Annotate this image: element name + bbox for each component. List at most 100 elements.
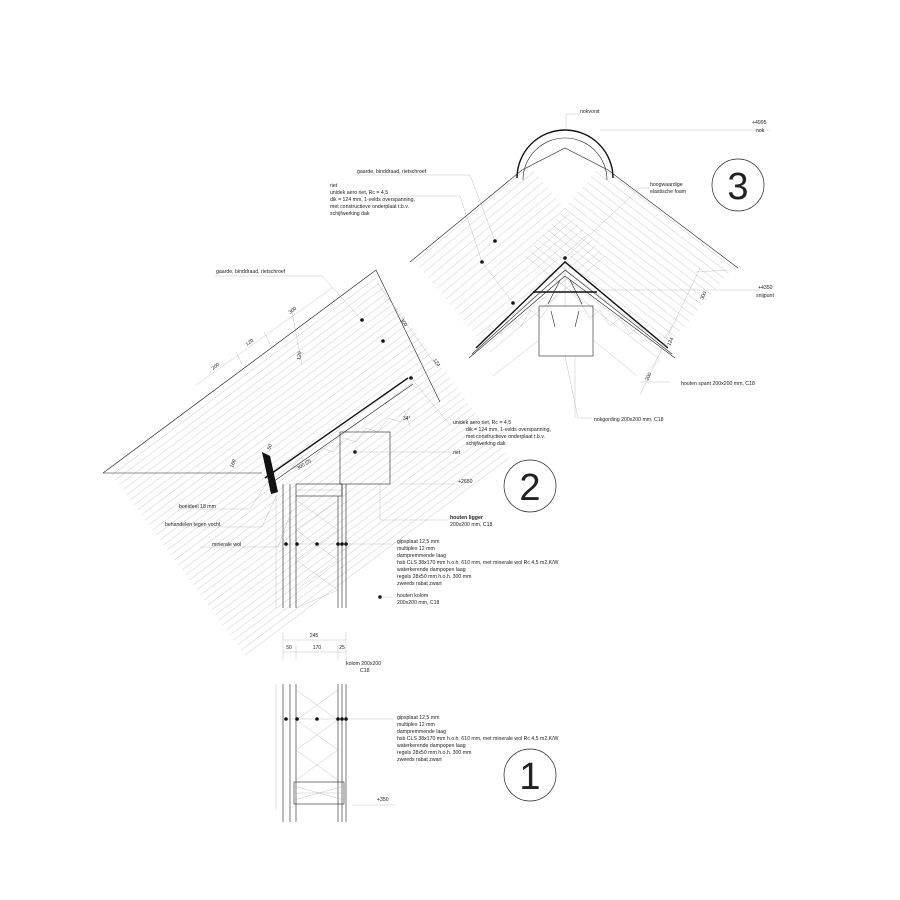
label-spant: houten spant 200x200 mm, C18 bbox=[681, 381, 755, 387]
thatch-stroke bbox=[137, 312, 402, 511]
dim-2-300a: 300 bbox=[288, 306, 298, 316]
dim-3-300: 300 bbox=[699, 291, 708, 301]
thatch-stroke bbox=[119, 287, 384, 486]
label-unidek-3-l4: schijfwerking dak bbox=[330, 211, 370, 217]
label-level-top-name: nok bbox=[756, 128, 765, 134]
eaves-thatch-outline bbox=[102, 269, 441, 474]
thatch-stroke bbox=[445, 202, 561, 300]
thatch-stroke bbox=[551, 224, 685, 327]
thatch-stroke bbox=[200, 397, 465, 596]
thatch-stroke bbox=[529, 250, 663, 353]
label-wall2-l6: regels 28x50 mm h.o.h. 300 mm bbox=[397, 574, 471, 580]
wall-insulation-2 bbox=[295, 689, 339, 781]
thatch-stroke bbox=[167, 352, 432, 551]
label-wall2-l3: dampremmende laag bbox=[397, 553, 446, 559]
foot-sill-hatch bbox=[293, 785, 345, 801]
eaves-thatch-hatching bbox=[107, 272, 509, 656]
thatch-stroke bbox=[419, 171, 535, 268]
ridge-panel-underlay bbox=[468, 275, 676, 359]
eaves-ligger-beam bbox=[339, 431, 391, 485]
label-level-snij: +4350 bbox=[758, 285, 773, 291]
label-unidek-2-l2: dik = 124 mm, 1-velds overspanning, bbox=[466, 427, 551, 433]
detail-1-badge bbox=[503, 748, 557, 802]
ridge-nokgording-leader bbox=[564, 355, 579, 419]
layer-dot bbox=[344, 717, 348, 721]
dim-tick bbox=[649, 359, 661, 369]
leader-gaarde-2 bbox=[215, 275, 363, 321]
thatch-stroke bbox=[181, 372, 447, 571]
label-kolom1-l1: kolom 200x200 bbox=[346, 661, 381, 667]
thatch-stroke bbox=[564, 208, 698, 311]
ridge-screw-left bbox=[550, 310, 556, 328]
dim-1-25: 25 bbox=[339, 645, 345, 651]
dim-2-200: 200 bbox=[211, 362, 221, 372]
label-wall2-l5: waterkerende dampopen laag bbox=[397, 567, 466, 573]
thatch-stroke bbox=[170, 357, 435, 556]
label-wall2-l1: gipsplaat 12,5 mm bbox=[397, 539, 439, 545]
thatch-stroke bbox=[458, 218, 575, 316]
thatch-stroke bbox=[159, 342, 424, 541]
thatch-stroke bbox=[432, 187, 548, 284]
detail-3-number: 3 bbox=[727, 166, 748, 208]
label-level-350: +350 bbox=[377, 797, 389, 803]
thatch-stroke bbox=[582, 187, 716, 290]
thatch-stroke bbox=[122, 292, 387, 491]
dim-2-120: 120 bbox=[245, 338, 255, 348]
thatch-stroke bbox=[178, 367, 443, 566]
label-unidek-3-l3: met constructieve onderplaat t.b.v. bbox=[330, 204, 409, 210]
thatch-stroke bbox=[476, 240, 592, 337]
thatch-stroke bbox=[467, 229, 583, 326]
thatch-stroke bbox=[560, 213, 694, 316]
thatch-stroke bbox=[156, 337, 421, 536]
ridge-nokgording-beam bbox=[538, 305, 594, 357]
dim-3-200: 200 bbox=[644, 372, 653, 382]
thatch-stroke bbox=[489, 255, 605, 353]
detail-2-number: 2 bbox=[519, 467, 540, 509]
thatch-stroke bbox=[428, 181, 544, 279]
layer-dot bbox=[284, 717, 288, 721]
label-kolom1-l2: C18 bbox=[360, 668, 370, 674]
thatch-stroke bbox=[126, 297, 391, 496]
dim-line-2-top bbox=[195, 287, 333, 386]
layer-dot bbox=[284, 542, 288, 546]
eaves-panel-bottom bbox=[269, 383, 414, 485]
eaves-insulation bbox=[289, 407, 411, 471]
label-kolom2-l1: houten kolom bbox=[397, 593, 428, 599]
thatch-stroke bbox=[130, 302, 395, 501]
thatch-stroke bbox=[485, 250, 601, 347]
ridge-cap-inner bbox=[522, 137, 608, 181]
label-unidek-3-l1: unidek aero riet, Rc = 4,5 bbox=[330, 190, 388, 196]
label-gaarde-3: gaarde, binddraad, rietschroef bbox=[357, 169, 427, 175]
dim-line-3-right bbox=[639, 267, 701, 396]
label-level-2650: +2650 bbox=[458, 479, 473, 485]
thatch-stroke bbox=[599, 165, 734, 269]
leader-dot bbox=[511, 301, 515, 305]
label-riet-2: riet bbox=[453, 450, 461, 456]
thatch-stroke bbox=[152, 332, 417, 531]
thatch-stroke bbox=[463, 224, 579, 321]
thatch-stroke bbox=[144, 322, 410, 521]
thatch-stroke bbox=[215, 417, 480, 616]
label-level-top: +4995 bbox=[752, 120, 767, 126]
ridge-panel-bottom bbox=[471, 269, 673, 355]
thatch-stroke bbox=[204, 402, 469, 601]
layer-dot bbox=[315, 717, 319, 721]
layer-dot bbox=[315, 542, 319, 546]
detail-1-number: 1 bbox=[519, 756, 540, 798]
leader-unidek-3b bbox=[481, 261, 514, 304]
thatch-stroke bbox=[595, 171, 729, 274]
detail-3-ridge: 3 nokvorst +4995 nok gaarde, binddraad, … bbox=[330, 109, 774, 423]
eaves-panel-top bbox=[264, 377, 409, 479]
thatch-stroke bbox=[148, 327, 413, 526]
leader-minerale bbox=[200, 509, 293, 548]
leader-boeideel bbox=[178, 477, 271, 510]
thatch-stroke bbox=[189, 382, 454, 581]
wall-insulation bbox=[295, 499, 339, 609]
ridge-brace-left bbox=[547, 279, 561, 305]
label-behandelen: behandelen tegen vocht bbox=[165, 522, 221, 528]
label-unidek-2-l1: unidek aero riet, Rc = 4,5 bbox=[453, 420, 511, 426]
label-wall2-l4: hsb CLS 38x170 mm h.o.h. 610 mm, met min… bbox=[397, 560, 559, 566]
detail-3-badge bbox=[711, 158, 765, 212]
thatch-stroke bbox=[450, 208, 566, 305]
ridge-insulation-left bbox=[477, 289, 561, 343]
